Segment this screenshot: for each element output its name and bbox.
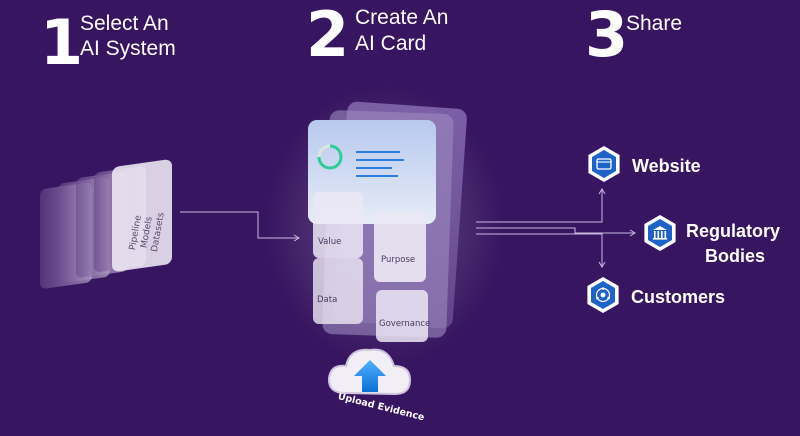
cloud-upload-icon: [327, 348, 412, 396]
destination-regulatory-line1: Regulatory: [686, 221, 781, 241]
ai-card: Value Purpose Data Governance: [265, 85, 505, 365]
step-2-title-line1: Create An: [355, 6, 449, 29]
card-section-value: [313, 192, 363, 258]
card-section-data: [313, 258, 363, 324]
card-label-value: Value: [318, 237, 341, 247]
card-label-purpose: Purpose: [381, 255, 415, 265]
step-1-number: 1: [40, 6, 84, 79]
step-2-title-line2: AI Card: [355, 32, 427, 55]
card-section-purpose: [374, 212, 426, 282]
destination-website: Website: [632, 156, 701, 176]
government-building-icon: [644, 215, 676, 251]
upload-evidence-label: Upload Evidence: [337, 391, 426, 423]
card-label-governance: Governance: [379, 319, 430, 329]
data-sheet-stack: Pipeline Models Datasets: [40, 159, 172, 289]
step-1-title-line2: AI System: [80, 37, 176, 60]
card-section-governance: [376, 290, 428, 342]
destination-regulatory-line2: Bodies: [705, 246, 766, 266]
text-lines-icon: [356, 151, 404, 177]
destination-customers: Customers: [631, 287, 726, 307]
card-label-data: Data: [317, 295, 337, 305]
browser-window-icon: [588, 146, 620, 182]
step-3-number: 3: [585, 0, 629, 71]
step-1-title-line1: Select An: [80, 12, 169, 35]
share-arrows: [476, 188, 636, 268]
network-gear-icon: [587, 277, 619, 313]
progress-ring-icon: [317, 144, 343, 170]
step-2-number: 2: [306, 0, 350, 71]
step-3-title-line1: Share: [626, 12, 683, 35]
